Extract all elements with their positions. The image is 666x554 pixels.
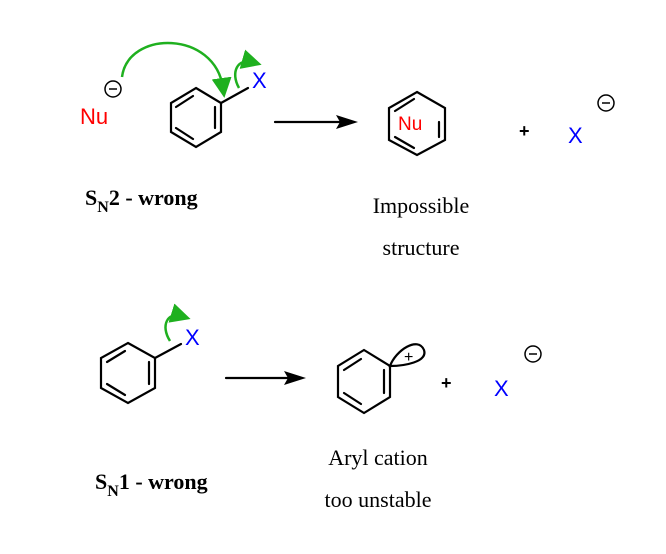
plus-sign: + bbox=[519, 121, 530, 141]
negative-charge-icon bbox=[524, 345, 542, 363]
cation-charge-label: + bbox=[404, 349, 413, 366]
negative-charge-icon bbox=[104, 80, 122, 98]
negative-charge-icon bbox=[597, 94, 615, 112]
aryl-cation-ring bbox=[336, 343, 426, 415]
leaving-group-label: X bbox=[185, 325, 200, 350]
sn2-reactant-benzene bbox=[169, 86, 250, 149]
product-x-label: X bbox=[494, 376, 509, 401]
sn2-caption-line-1: Impossible bbox=[373, 193, 470, 218]
nucleophile-label: Nu bbox=[80, 104, 108, 129]
plus-sign: + bbox=[441, 373, 452, 393]
sn1-label: SN1 - wrong bbox=[95, 469, 208, 500]
reaction-arrow-icon bbox=[224, 371, 306, 385]
nucleophilic-attack-arrow-icon bbox=[120, 41, 232, 98]
empty-orbital-lobe bbox=[388, 343, 426, 368]
sn1-caption-line-2: too unstable bbox=[325, 487, 432, 512]
sn1-reactant-benzene bbox=[99, 341, 183, 405]
leaving-group-arrow-icon bbox=[234, 49, 262, 89]
sn1-caption-line-1: Aryl cation bbox=[328, 445, 428, 470]
sn2-label: SN2 - wrong bbox=[85, 185, 198, 216]
product-x-label: X bbox=[568, 123, 583, 148]
sn2-caption-line-2: structure bbox=[383, 235, 460, 260]
impossible-product-ring bbox=[387, 90, 447, 157]
leaving-group-arrow-icon bbox=[164, 303, 191, 342]
reaction-arrow-icon bbox=[273, 115, 358, 129]
leaving-group-label: X bbox=[252, 68, 267, 93]
product-nu-label: Nu bbox=[398, 114, 422, 135]
